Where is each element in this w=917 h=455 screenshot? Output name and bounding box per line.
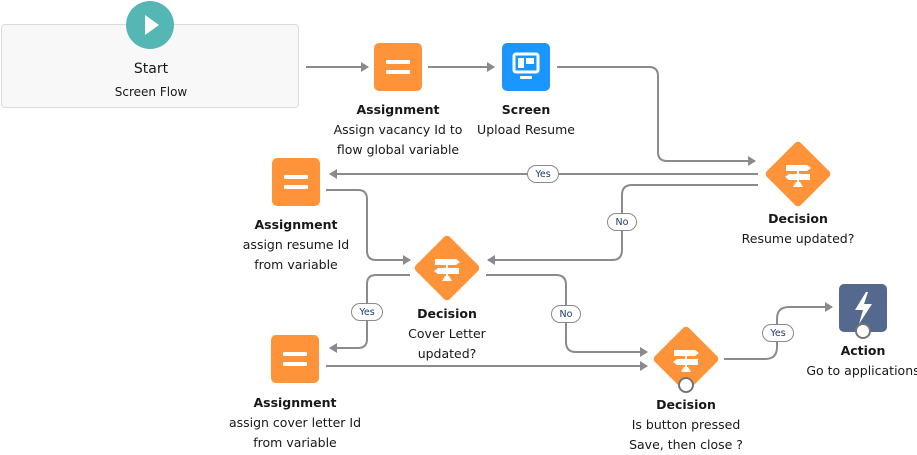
node-type: Assignment <box>253 395 337 410</box>
connector-assign2-dec2[interactable] <box>326 189 411 265</box>
node-label-line: Resume updated? <box>741 231 855 246</box>
node-type: Decision <box>417 306 477 321</box>
decision-icon <box>434 259 460 281</box>
node-type: Assignment <box>254 217 338 232</box>
node-label-line: Upload Resume <box>477 122 575 137</box>
node-label-line: assign resume Id <box>242 237 350 252</box>
node-label-line: Assign vacancy Id to <box>333 122 463 137</box>
node-label-line: Cover Letter <box>408 326 486 341</box>
node-type: Decision <box>768 211 828 226</box>
connector-screen1-dec1[interactable] <box>557 66 756 166</box>
connector-label-yes[interactable]: Yes <box>762 324 794 342</box>
node-label-line: Save, then close ? <box>629 437 743 452</box>
decision-icon <box>673 350 699 372</box>
node-type: Action <box>840 343 886 358</box>
end-connector-handle[interactable] <box>854 322 872 340</box>
end-connector-handle[interactable] <box>677 376 695 394</box>
assignment-icon <box>272 158 320 206</box>
node-type: Screen <box>501 102 551 117</box>
start-title: Start <box>133 61 169 77</box>
node-label-line: flow global variable <box>336 142 460 157</box>
node-label-line: from variable <box>253 435 337 450</box>
node-label-line: assign cover letter Id <box>228 415 362 430</box>
connector-label-no[interactable]: No <box>607 213 637 231</box>
node-label-line: Go to applications <box>806 363 917 378</box>
node-label-line: updated? <box>417 346 477 361</box>
decision-icon <box>785 165 811 187</box>
connector-label-yes[interactable]: Yes <box>351 303 383 321</box>
assignment-icon <box>271 335 319 383</box>
connector-label-yes[interactable]: Yes <box>527 165 559 183</box>
node-label-line: Is button pressed <box>631 417 741 432</box>
play-icon <box>145 15 159 35</box>
node-type: Assignment <box>356 102 440 117</box>
node-label-line: from variable <box>254 257 338 272</box>
start-play-button[interactable] <box>126 1 174 49</box>
screen-icon <box>502 43 550 91</box>
node-type: Decision <box>656 397 716 412</box>
start-subtitle: Screen Flow <box>114 85 188 99</box>
connector-label-no[interactable]: No <box>551 305 581 323</box>
assignment-icon <box>374 43 422 91</box>
